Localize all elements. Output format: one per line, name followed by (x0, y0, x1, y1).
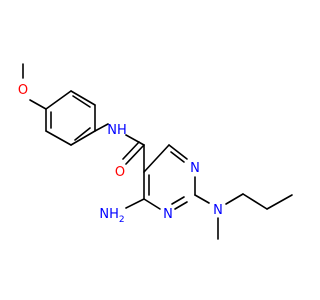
bond-nh-carbonyl (125, 134, 145, 146)
bond-butyl-2 (242, 193, 268, 210)
bond-phenyl-nh (94, 123, 109, 132)
bonds (22, 63, 293, 240)
bond-phenyl-inner-2 (74, 127, 91, 141)
methoxy-oxygen-label: O (18, 83, 28, 98)
chemical-structure: O NH O N N NH2 N (18, 63, 293, 240)
carbonyl-oxygen-label: O (115, 165, 125, 180)
bond-c5-c6 (143, 144, 170, 173)
bond-c2-n3-inner (171, 196, 185, 205)
ring-n3-label: N (163, 207, 173, 222)
bond-n3-c4 (143, 198, 161, 210)
bond-c6-n1 (168, 144, 188, 160)
bond-c6-n1-inner (170, 151, 185, 163)
amino-nh-text: NH (99, 207, 119, 222)
amine-n-label: N (213, 203, 223, 218)
bond-phenyl-6 (45, 90, 72, 110)
bond-phenyl-inner-3 (72, 95, 91, 108)
bond-phenyl-3 (70, 130, 96, 146)
atom-labels: O NH O N N NH2 N (18, 83, 223, 225)
amino-nh2-label: NH2 (99, 207, 124, 225)
bond-c2-n (194, 194, 210, 204)
bond-butyl-3 (266, 194, 293, 210)
amide-nh-label: NH (107, 123, 127, 138)
bond-carbonyl-o-2 (122, 141, 140, 160)
bond-o-phenyl (29, 99, 47, 110)
bond-c2-n3 (174, 201, 188, 210)
bond-n-butyl-1 (225, 193, 244, 205)
bond-carbonyl-o-1 (125, 144, 145, 165)
bond-c4-nh2 (125, 198, 145, 209)
amino-subscript: 2 (119, 215, 125, 225)
ring-n1-label: N (190, 161, 200, 176)
bond-phenyl-5 (70, 90, 96, 106)
bond-phenyl-2 (45, 130, 72, 146)
